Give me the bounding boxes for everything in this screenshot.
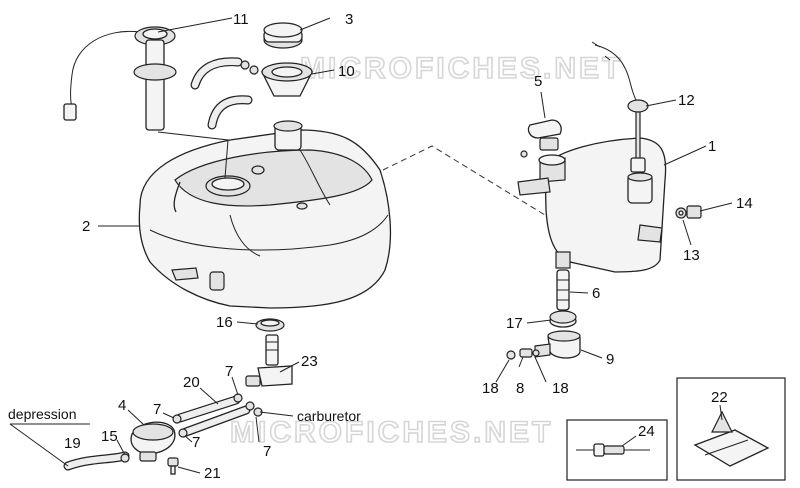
pump-screw xyxy=(167,457,179,475)
callout-16: 16 xyxy=(216,314,233,331)
leader-lines xyxy=(9,17,733,474)
filler-ring xyxy=(260,62,314,97)
fuel-tank xyxy=(138,129,392,309)
sender-leader xyxy=(157,131,229,179)
vacuum-fuel-pump xyxy=(120,421,176,463)
fuel-cap xyxy=(263,22,303,49)
callout-9: 9 xyxy=(606,351,614,368)
watermark-bottom: MICROFICHES.NET xyxy=(230,416,553,449)
expansion-tank-cap xyxy=(520,119,562,158)
callout-23: 23 xyxy=(301,353,318,370)
callout-7-upper-left: 7 xyxy=(153,401,161,418)
outlet-fitting xyxy=(556,269,570,311)
fuel-level-sender xyxy=(63,26,177,131)
caption-depression: depression xyxy=(8,406,77,422)
watermark-top: MICROFICHES.NET xyxy=(300,52,623,85)
callout-19: 19 xyxy=(64,435,81,452)
callout-18-right: 18 xyxy=(552,380,569,397)
inset-box-clip xyxy=(676,377,786,481)
callout-14: 14 xyxy=(736,195,753,212)
elbow-fitting xyxy=(534,330,581,359)
callout-13: 13 xyxy=(683,247,700,264)
callout-15: 15 xyxy=(101,428,118,445)
vent-hoses xyxy=(190,57,259,130)
callout-7-lower-left: 7 xyxy=(192,434,200,451)
caption-carburetor: carburetor xyxy=(297,408,361,424)
expansion-level-sensor xyxy=(591,41,649,173)
callout-11: 11 xyxy=(233,11,249,28)
hose-clamp-top xyxy=(255,318,285,332)
callout-21: 21 xyxy=(204,465,221,482)
callout-8: 8 xyxy=(516,380,524,397)
callout-5: 5 xyxy=(534,73,542,90)
fuel-cock xyxy=(245,334,293,387)
callout-22: 22 xyxy=(711,389,728,406)
callout-7-right: 7 xyxy=(263,443,271,460)
callout-24: 24 xyxy=(638,423,655,440)
callout-3: 3 xyxy=(345,11,353,28)
assembly-dashed-line xyxy=(382,145,546,216)
hex-nut xyxy=(549,310,577,328)
callout-12: 12 xyxy=(678,92,695,109)
inset-box-connector xyxy=(566,419,668,481)
callout-18-left: 18 xyxy=(482,380,499,397)
callout-10: 10 xyxy=(338,63,355,80)
callout-7-top: 7 xyxy=(225,363,233,380)
callout-17: 17 xyxy=(506,315,523,332)
callout-2: 2 xyxy=(82,218,90,235)
filler-neck xyxy=(273,120,303,151)
mounting-bolt xyxy=(675,205,702,219)
callout-1: 1 xyxy=(708,138,716,155)
callout-4: 4 xyxy=(118,397,126,414)
callout-20: 20 xyxy=(183,374,200,391)
callout-6: 6 xyxy=(592,285,600,302)
hose-clamps-right xyxy=(506,348,540,360)
small-hose-clamps xyxy=(172,393,263,438)
